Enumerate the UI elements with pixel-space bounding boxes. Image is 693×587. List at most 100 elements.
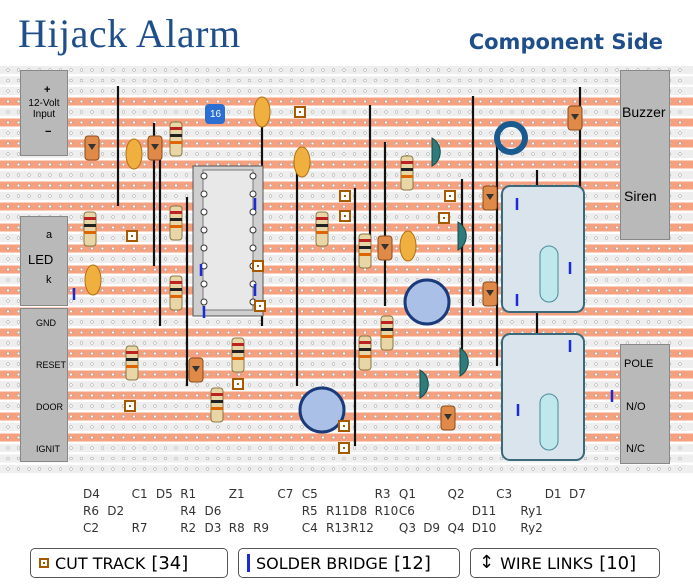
hole [16, 435, 21, 440]
hole [163, 446, 168, 450]
hole [321, 183, 325, 188]
hole [625, 267, 630, 272]
hole [142, 435, 147, 440]
hole [594, 435, 598, 440]
hole [6, 194, 10, 198]
hole [268, 372, 273, 377]
hole [678, 320, 682, 324]
hole [268, 435, 273, 440]
hole [69, 162, 73, 167]
hole [342, 120, 346, 125]
hole [132, 110, 136, 114]
hole [394, 246, 399, 251]
hole [153, 99, 157, 104]
hole [394, 278, 399, 282]
hole [541, 78, 546, 83]
hole [499, 467, 504, 471]
hole [247, 78, 252, 83]
hole [79, 89, 84, 93]
hole [552, 120, 556, 125]
hole [394, 362, 399, 366]
hole [132, 425, 136, 429]
hole [520, 99, 525, 104]
hole [100, 152, 105, 156]
hole [342, 257, 346, 261]
hole [426, 236, 430, 240]
hole [625, 246, 630, 251]
hole [289, 204, 294, 209]
hole [594, 162, 598, 167]
hole [415, 372, 420, 377]
hole [667, 246, 672, 251]
hole [678, 204, 682, 209]
hole [489, 162, 493, 167]
hole [478, 89, 483, 93]
hole [678, 330, 682, 335]
hole [321, 68, 325, 72]
hole [90, 330, 94, 335]
hole [436, 246, 441, 251]
hole [111, 393, 115, 398]
hole [184, 393, 189, 398]
hole [237, 456, 241, 461]
hole [121, 131, 126, 135]
hole [279, 225, 283, 230]
hole [615, 183, 619, 188]
hole [111, 456, 115, 461]
hole [100, 173, 105, 177]
hole [237, 446, 241, 450]
hole [195, 456, 199, 461]
hole [615, 267, 619, 272]
hole [174, 351, 178, 356]
hole [111, 131, 115, 135]
hole [142, 110, 147, 114]
hole [426, 246, 430, 251]
hole [489, 120, 493, 125]
hole [321, 446, 325, 450]
hole [247, 330, 252, 335]
hole [615, 89, 619, 93]
track-strip [0, 381, 693, 389]
cut-track-dot [129, 405, 131, 407]
hole [615, 246, 619, 251]
hole [373, 204, 378, 209]
hole [541, 99, 546, 104]
cut-track-dot [257, 265, 259, 267]
hole [373, 68, 378, 72]
hole [478, 456, 483, 461]
hole [394, 267, 399, 272]
resistor-band [170, 218, 182, 221]
legend-wire-links: ↕ WIRE LINKS [10] [470, 548, 660, 578]
hole [373, 225, 378, 230]
resistor [380, 315, 394, 351]
hole [394, 152, 399, 156]
diode-symbol [571, 114, 579, 120]
hole [678, 246, 682, 251]
hole [163, 204, 168, 209]
hole [373, 162, 378, 167]
hole [310, 435, 315, 440]
hole [531, 89, 535, 93]
hole [520, 89, 525, 93]
hole [163, 246, 168, 251]
component-label: R3 [374, 487, 391, 501]
hole [636, 246, 640, 251]
hole [111, 362, 115, 366]
hole [279, 299, 283, 303]
track-strip [0, 129, 693, 137]
hole [69, 320, 73, 324]
hole [258, 456, 262, 461]
hole [520, 152, 525, 156]
hole [6, 278, 10, 282]
hole [69, 131, 73, 135]
hole [363, 141, 367, 146]
hole [331, 194, 336, 198]
hole [289, 99, 294, 104]
hole [184, 120, 189, 125]
hole [205, 341, 210, 345]
hole [16, 351, 21, 356]
hole [478, 362, 483, 366]
hole [604, 131, 609, 135]
hole [27, 173, 31, 177]
hole [415, 341, 420, 345]
